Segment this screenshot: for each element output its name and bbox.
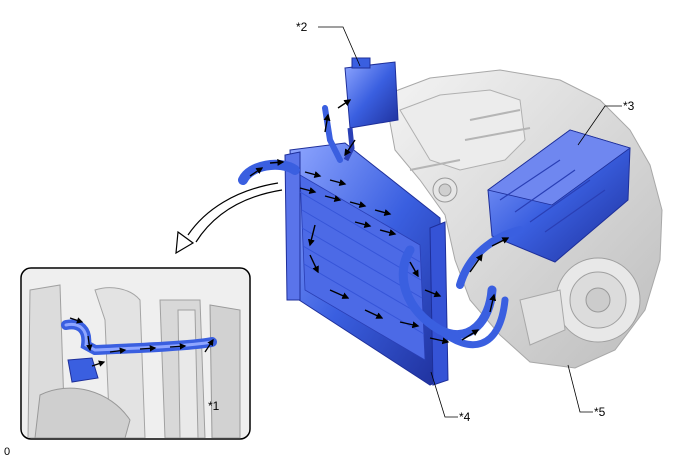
callout-label-1: *1 xyxy=(208,399,220,413)
coolant-flow-arrows xyxy=(249,99,510,345)
inset-pointer-arrowhead xyxy=(175,230,195,255)
inset-detail xyxy=(20,267,251,440)
callout-label-3: *3 xyxy=(623,99,635,113)
radiator-assembly xyxy=(284,142,449,386)
figure-id: 0 xyxy=(4,446,11,458)
reservoir-tank xyxy=(343,57,399,162)
inset-pointer-line xyxy=(187,182,279,236)
callout-label-4: *4 xyxy=(459,410,471,424)
coolant-hoses xyxy=(238,105,524,349)
callout-label-5: *5 xyxy=(594,405,606,419)
callout-label-2: *2 xyxy=(296,20,308,34)
